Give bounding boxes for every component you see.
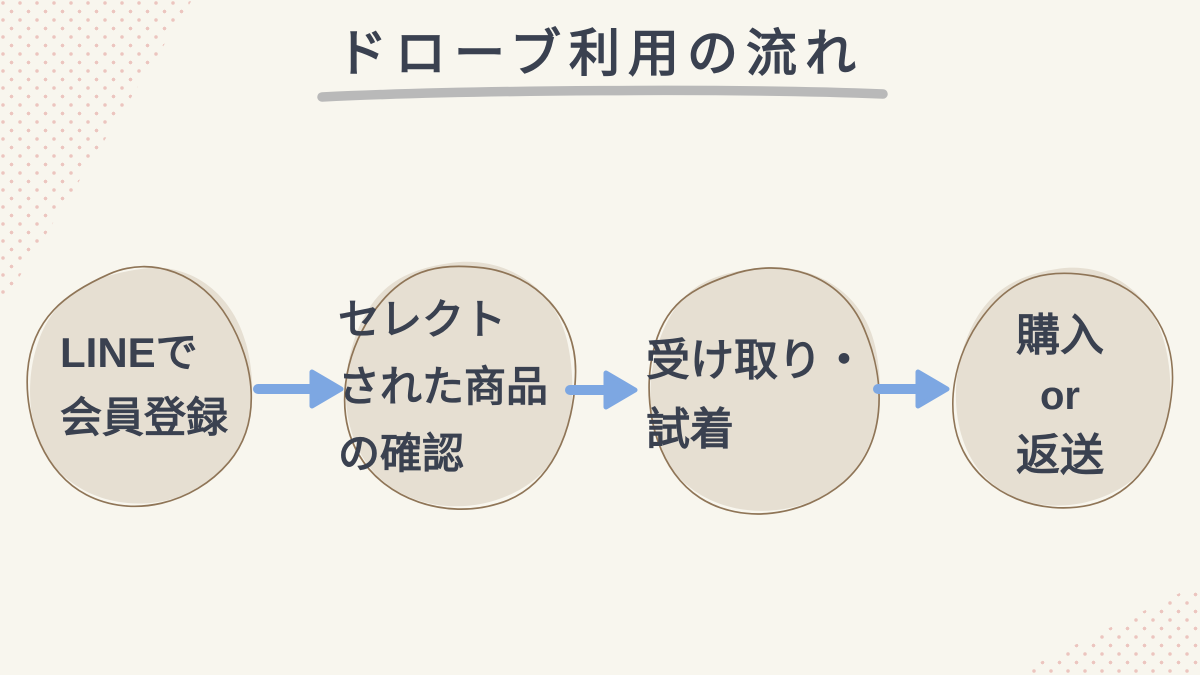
page-title: ドローブ利用の流れ — [336, 25, 864, 82]
step-2-line-3: の確認 — [338, 430, 465, 477]
step-2-label: セレクト された商品 の確認 — [338, 286, 548, 487]
corner-dots-bottom-right — [1014, 583, 1200, 675]
arrow-right-icon — [253, 369, 344, 409]
blob-shape — [343, 261, 577, 510]
step-1-line-2: 会員登録 — [60, 394, 229, 441]
blob-shape — [648, 267, 880, 515]
step-3-label: 受け取り・ 試着 — [646, 326, 866, 464]
arrow-right-icon — [873, 369, 950, 409]
step-2-line-1: セレクト — [338, 296, 507, 343]
flow-step-4: 購入 or 返送 — [940, 260, 1180, 514]
flow-step-3: 受け取り・ 試着 — [634, 258, 888, 518]
arrow-right-icon — [565, 370, 638, 410]
step-4-line-1: 購入 — [1016, 311, 1104, 360]
step-4-label: 購入 or 返送 — [940, 306, 1180, 486]
blob-shape — [26, 265, 253, 508]
step-1-label: LINEで 会員登録 — [60, 320, 228, 450]
step-3-line-2: 試着 — [646, 405, 734, 454]
title-underline — [317, 85, 888, 102]
step-4-line-2: or — [1040, 374, 1080, 418]
flow-step-1: LINEで 会員登録 — [16, 258, 266, 510]
step-1-line-1: LINEで — [60, 329, 198, 376]
step-3-line-1: 受け取り・ — [646, 336, 866, 385]
flow-step-2: セレクト された商品 の確認 — [330, 254, 584, 514]
blob-shape — [952, 267, 1174, 509]
step-2-line-2: された商品 — [338, 363, 549, 410]
step-4-line-3: 返送 — [1016, 431, 1104, 480]
